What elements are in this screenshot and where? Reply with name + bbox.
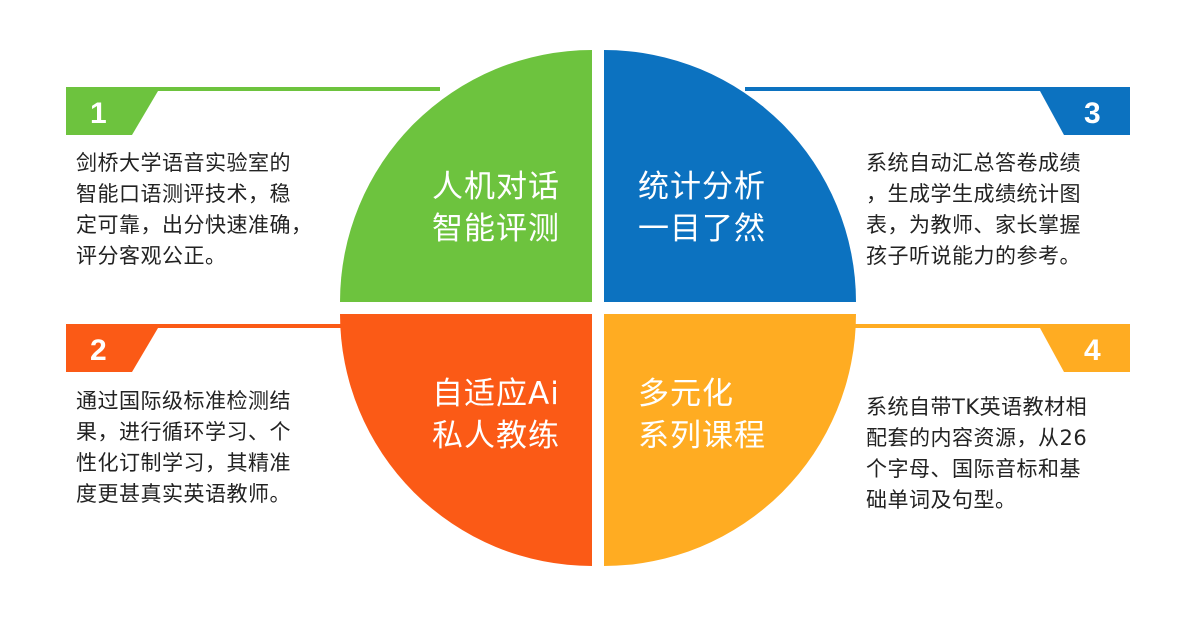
description-line: 果，进行循环学习、个 <box>76 420 291 444</box>
tab-1-shape <box>66 91 158 135</box>
quadrant-orange <box>340 314 592 566</box>
tab-4-shape <box>1040 328 1130 372</box>
tab-2-number: 2 <box>90 334 107 367</box>
tab-1-number: 1 <box>90 97 107 130</box>
title-line: 多元化 <box>638 376 734 412</box>
description-1: 剑桥大学语音实验室的 智能口语测评技术，稳 定可靠，出分快速准确， 评分客观公正… <box>76 148 313 272</box>
title-line: 人机对话 <box>432 169 560 205</box>
quadrant-yellow <box>604 314 856 566</box>
title-line: 自适应Ai <box>432 376 560 412</box>
title-line: 统计分析 <box>638 169 766 205</box>
description-line: 础单词及句型。 <box>866 488 1017 512</box>
tab-2 <box>66 324 345 372</box>
tab-4 <box>855 324 1130 372</box>
title-line: 一目了然 <box>638 211 766 247</box>
description-line: 孩子听说能力的参考。 <box>866 244 1081 268</box>
tab-2-shape <box>66 328 158 372</box>
title-line: 智能评测 <box>432 211 560 247</box>
quadrant-blue <box>604 50 856 302</box>
description-line: 配套的内容资源，从26 <box>866 426 1088 450</box>
quadrant-2-title: 自适应Ai 私人教练 <box>432 373 560 457</box>
description-line: ，生成学生成绩统计图 <box>866 182 1081 206</box>
quadrant-1-title: 人机对话 智能评测 <box>432 166 560 250</box>
quadrant-green <box>340 50 592 302</box>
description-line: 智能口语测评技术，稳 <box>76 182 291 206</box>
quadrant-3-title: 统计分析 一目了然 <box>638 166 766 250</box>
description-line: 评分客观公正。 <box>76 244 227 268</box>
description-line: 定可靠，出分快速准确， <box>76 213 313 237</box>
description-line: 通过国际级标准检测结 <box>76 389 291 413</box>
description-line: 个字母、国际音标和基 <box>866 457 1081 481</box>
tab-3 <box>745 87 1130 135</box>
description-line: 表，为教师、家长掌握 <box>866 213 1081 237</box>
quadrant-4-title: 多元化 系列课程 <box>638 373 766 457</box>
description-3: 系统自动汇总答卷成绩 ，生成学生成绩统计图 表，为教师、家长掌握 孩子听说能力的… <box>866 148 1081 272</box>
tab-3-number: 3 <box>1084 97 1101 130</box>
description-line: 剑桥大学语音实验室的 <box>76 151 291 175</box>
description-4: 系统自带TK英语教材相 配套的内容资源，从26 个字母、国际音标和基 础单词及句… <box>866 392 1087 516</box>
description-2: 通过国际级标准检测结 果，进行循环学习、个 性化订制学习，其精准 度更甚真实英语… <box>76 386 291 510</box>
description-line: 系统自动汇总答卷成绩 <box>866 151 1081 175</box>
description-line: 性化订制学习，其精准 <box>76 451 291 475</box>
description-line: 度更甚真实英语教师。 <box>76 482 291 506</box>
description-line: 系统自带TK英语教材相 <box>866 395 1088 419</box>
tab-3-shape <box>1040 91 1130 135</box>
tab-1 <box>66 87 440 135</box>
title-line: 私人教练 <box>432 418 560 454</box>
tab-4-number: 4 <box>1084 334 1101 367</box>
title-line: 系列课程 <box>638 418 766 454</box>
